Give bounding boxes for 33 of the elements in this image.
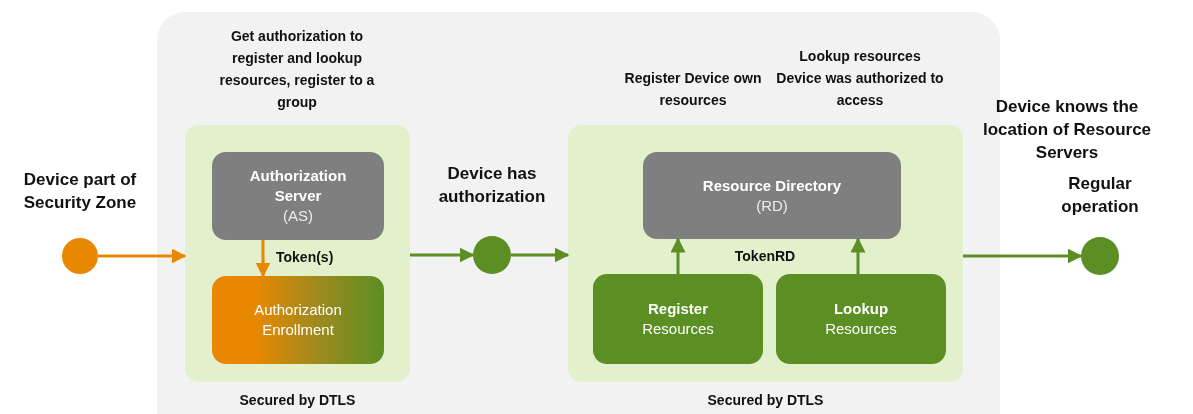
box-label: Authorization Enrollment xyxy=(253,300,343,340)
state-circle xyxy=(473,236,511,274)
arrow xyxy=(255,240,271,278)
process-box xyxy=(643,152,901,239)
arrow xyxy=(670,237,686,274)
box-label: (RD) xyxy=(755,195,789,216)
edge-label: Token(s) xyxy=(274,248,336,266)
token-label: TokenRD xyxy=(733,247,797,266)
step-description: Lookup resources Device was authorized to access xyxy=(775,47,945,110)
state-circle xyxy=(1081,237,1119,275)
panel-footer: Secured by DTLS xyxy=(653,391,878,409)
arrow xyxy=(410,247,475,263)
process-box xyxy=(212,152,384,240)
process-box xyxy=(212,276,384,364)
arrow xyxy=(850,237,866,274)
state-caption: Device has authorization xyxy=(437,163,547,208)
arrow xyxy=(511,247,570,263)
process-box xyxy=(776,274,946,364)
state-circle xyxy=(62,238,98,274)
process-box xyxy=(593,274,763,364)
box-label: (AS) xyxy=(282,206,314,226)
state-caption: Device knows the location of Resource Servers xyxy=(981,96,1153,164)
box-label: Register Resources xyxy=(641,299,715,339)
step-description: Register Device own resources xyxy=(623,69,763,110)
step-description: Get authorization to register and lookup resources, register to a group xyxy=(218,27,376,112)
panel-footer: Secured by DTLS xyxy=(185,391,410,409)
box-label: Lookup Resources xyxy=(824,299,898,339)
box-label: Resource Directory xyxy=(701,175,843,196)
state-caption: Device part of Security Zone xyxy=(22,169,138,214)
state-caption: Regular operation xyxy=(1060,173,1140,218)
box-label: Authorization Server xyxy=(248,166,348,206)
arrow xyxy=(963,248,1083,264)
arrow xyxy=(98,248,187,264)
